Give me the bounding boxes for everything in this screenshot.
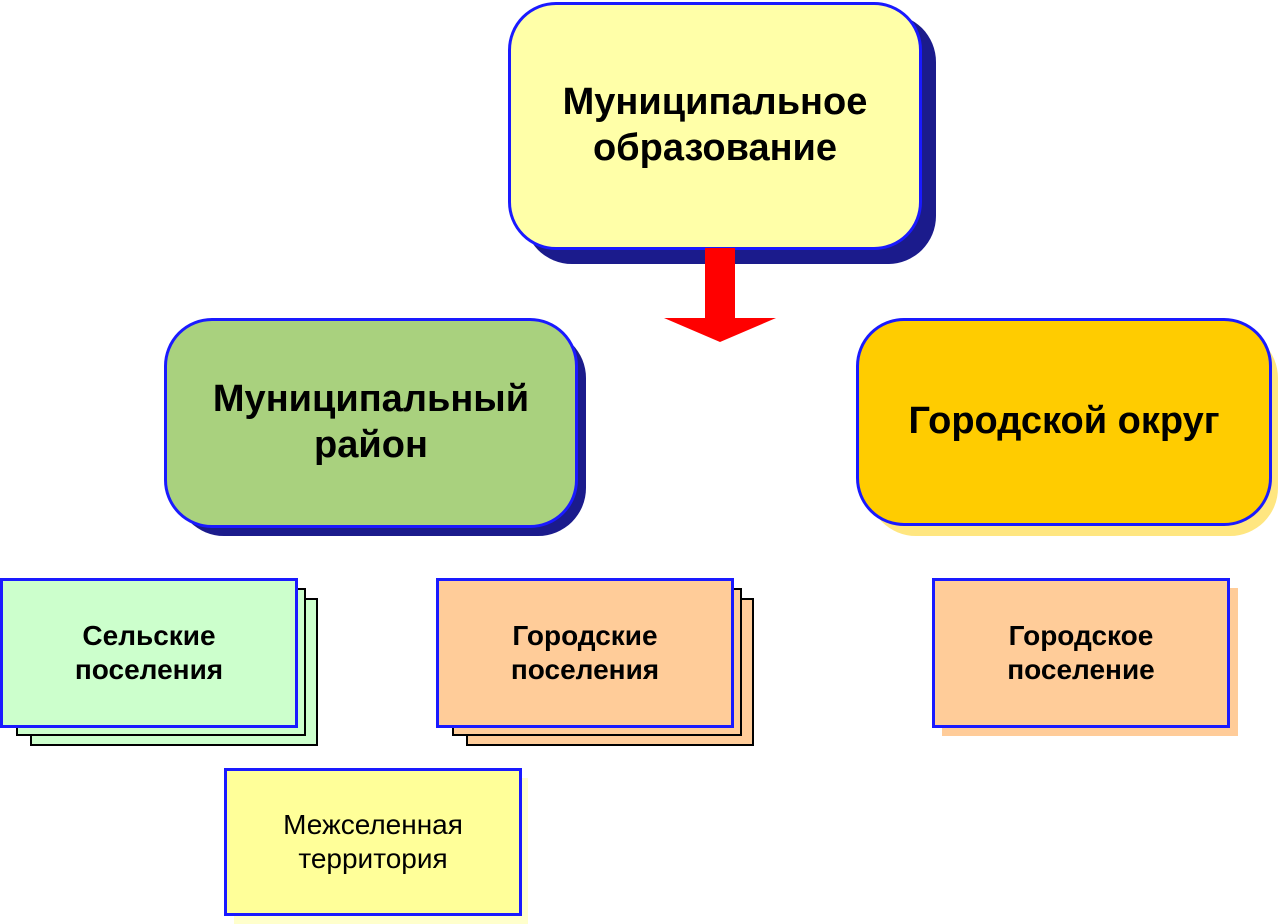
- district-node-label: Муниципальный район: [212, 378, 530, 466]
- inter-settlement-node: Межселенная территория: [224, 768, 522, 916]
- district-node: Муниципальный район: [164, 318, 578, 528]
- city-district-node-label: Городской округ: [908, 400, 1220, 443]
- urban-settlement-node: Городское поселение: [932, 578, 1230, 728]
- city-district-node: Городской округ: [856, 318, 1272, 526]
- root-node: Муниципальное образование: [508, 2, 922, 250]
- urban-settlements-node: Городские поселения: [436, 578, 734, 728]
- rural-settlements-label: Сельские поселения: [74, 620, 224, 685]
- down-arrow-shape: [664, 248, 776, 342]
- inter-settlement-label: Межселенная территория: [283, 809, 463, 874]
- down-arrow: [664, 248, 776, 342]
- rural-settlements-node: Сельские поселения: [0, 578, 298, 728]
- root-node-label: Муниципальное образование: [562, 81, 868, 169]
- urban-settlement-label: Городское поселение: [1007, 620, 1155, 685]
- urban-settlements-label: Городские поселения: [510, 620, 660, 685]
